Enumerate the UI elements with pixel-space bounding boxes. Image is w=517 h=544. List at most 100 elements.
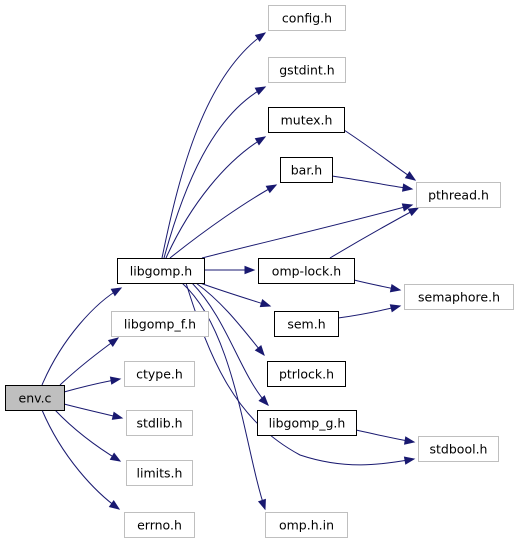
node-label: ptrlock.h xyxy=(279,367,334,382)
node-box xyxy=(404,284,514,310)
edge-env_c-to-limits_h xyxy=(54,409,122,462)
edge-sem_h-to-semaphore_h xyxy=(337,304,402,319)
arrowhead xyxy=(254,136,267,146)
arrowhead xyxy=(257,498,266,511)
arrowhead xyxy=(111,411,124,420)
node-omp-lock-h[interactable]: omp-lock.h xyxy=(258,258,355,284)
node-box xyxy=(5,385,65,411)
node-label: ctype.h xyxy=(136,367,183,382)
node-box xyxy=(268,5,346,31)
node-label: bar.h xyxy=(291,163,322,178)
edge-line xyxy=(163,86,266,259)
edge-line xyxy=(195,282,265,356)
node-mutex-h[interactable]: mutex.h xyxy=(268,107,345,133)
node-box xyxy=(117,258,205,284)
edge-libgomp_h-to-sem_h xyxy=(199,282,272,308)
node-box xyxy=(265,512,348,538)
node-label: libgomp_g.h xyxy=(269,416,346,431)
edge-line xyxy=(331,175,413,190)
node-label: sem.h xyxy=(287,317,325,332)
edge-line xyxy=(343,129,416,181)
node-ctype-h: ctype.h xyxy=(124,361,195,387)
node-config-h: config.h xyxy=(268,5,346,31)
node-ptrlock-h[interactable]: ptrlock.h xyxy=(267,361,346,387)
edge-libgomp_h-to-config_h xyxy=(161,32,267,259)
node-label: limits.h xyxy=(137,466,183,481)
node-semaphore-h: semaphore.h xyxy=(404,284,514,310)
arrowhead xyxy=(401,203,414,212)
node-omp-h-in: omp.h.in xyxy=(265,512,348,538)
node-box xyxy=(418,436,499,462)
edge-libgomp_h-to-libgomp_g_h xyxy=(191,282,269,407)
node-pthread-h: pthread.h xyxy=(416,182,501,208)
node-box xyxy=(124,361,195,387)
edge-line xyxy=(41,287,122,386)
edge-libgomp_h-to-mutex_h xyxy=(165,136,267,259)
arrowhead xyxy=(254,32,267,42)
node-label: libgomp_f.h xyxy=(124,317,196,332)
edge-env_c-to-libgomp_h xyxy=(41,287,123,386)
arrowhead xyxy=(404,171,417,181)
node-limits-h: limits.h xyxy=(126,460,193,486)
edge-libgomp_h-to-omp_lock_h xyxy=(204,265,256,275)
edge-line xyxy=(169,184,277,259)
node-box xyxy=(268,57,346,83)
node-box xyxy=(258,258,355,284)
edge-line xyxy=(41,409,120,510)
edge-libgomp_h-to-omp_h_in xyxy=(181,282,266,511)
edge-omp_lock_h-to-semaphore_h xyxy=(353,279,402,293)
node-label: errno.h xyxy=(137,518,182,533)
node-sem-h[interactable]: sem.h xyxy=(274,311,339,337)
node-label: pthread.h xyxy=(428,188,489,203)
edge-libgomp_h-to-stdbool_h xyxy=(185,282,416,466)
edge-libgomp_h-to-pthread_h xyxy=(201,203,414,259)
arrowhead xyxy=(108,500,121,510)
node-box xyxy=(111,311,209,337)
node-libgomp-f-h: libgomp_f.h xyxy=(111,311,209,337)
arrowhead xyxy=(259,299,272,308)
arrowhead xyxy=(107,337,120,347)
edge-env_c-to-stdlib_h xyxy=(63,403,124,420)
arrowhead xyxy=(258,395,269,407)
edge-env_c-to-errno_h xyxy=(41,409,121,510)
edge-env_c-to-ctype_h xyxy=(63,376,122,393)
edge-line xyxy=(161,32,266,259)
node-stdlib-h: stdlib.h xyxy=(126,410,193,436)
edge-line xyxy=(54,409,121,462)
node-label: config.h xyxy=(282,11,332,26)
node-stdbool-h: stdbool.h xyxy=(418,436,499,462)
arrowhead xyxy=(407,207,420,217)
node-errno-h: errno.h xyxy=(124,512,195,538)
edge-line xyxy=(191,282,269,406)
node-env-c[interactable]: env.c xyxy=(5,385,65,411)
node-box xyxy=(267,361,346,387)
edge-env_c-to-libgomp_f_h xyxy=(59,337,120,386)
arrowhead xyxy=(110,287,123,297)
edge-bar_h-to-pthread_h xyxy=(331,175,414,192)
edge-line xyxy=(201,204,413,259)
node-label: mutex.h xyxy=(281,113,333,128)
arrowhead xyxy=(389,283,402,293)
node-label: omp.h.in xyxy=(279,518,334,533)
edges-layer xyxy=(41,32,420,511)
arrowhead xyxy=(403,456,416,465)
edge-line xyxy=(165,136,266,259)
arrowhead xyxy=(389,304,402,313)
node-label: stdlib.h xyxy=(136,416,182,431)
node-bar-h[interactable]: bar.h xyxy=(280,157,333,183)
node-gstdint-h: gstdint.h xyxy=(268,57,346,83)
node-libgomp-h[interactable]: libgomp.h xyxy=(117,258,205,284)
node-label: omp-lock.h xyxy=(272,264,341,279)
arrowhead xyxy=(254,86,267,96)
nodes-layer: env.c libgomp.h libgomp_f.h ctype.h stdlib.h… xyxy=(5,5,514,538)
edge-line xyxy=(181,282,266,510)
node-box xyxy=(268,107,345,133)
node-libgomp-g-h[interactable]: libgomp_g.h xyxy=(257,410,357,436)
arrowhead xyxy=(403,436,416,445)
edge-libgomp_h-to-bar_h xyxy=(169,184,278,259)
node-box xyxy=(416,182,501,208)
arrowhead xyxy=(244,265,256,275)
edge-omp_lock_h-to-pthread_h xyxy=(329,207,420,259)
node-label: env.c xyxy=(19,391,52,406)
